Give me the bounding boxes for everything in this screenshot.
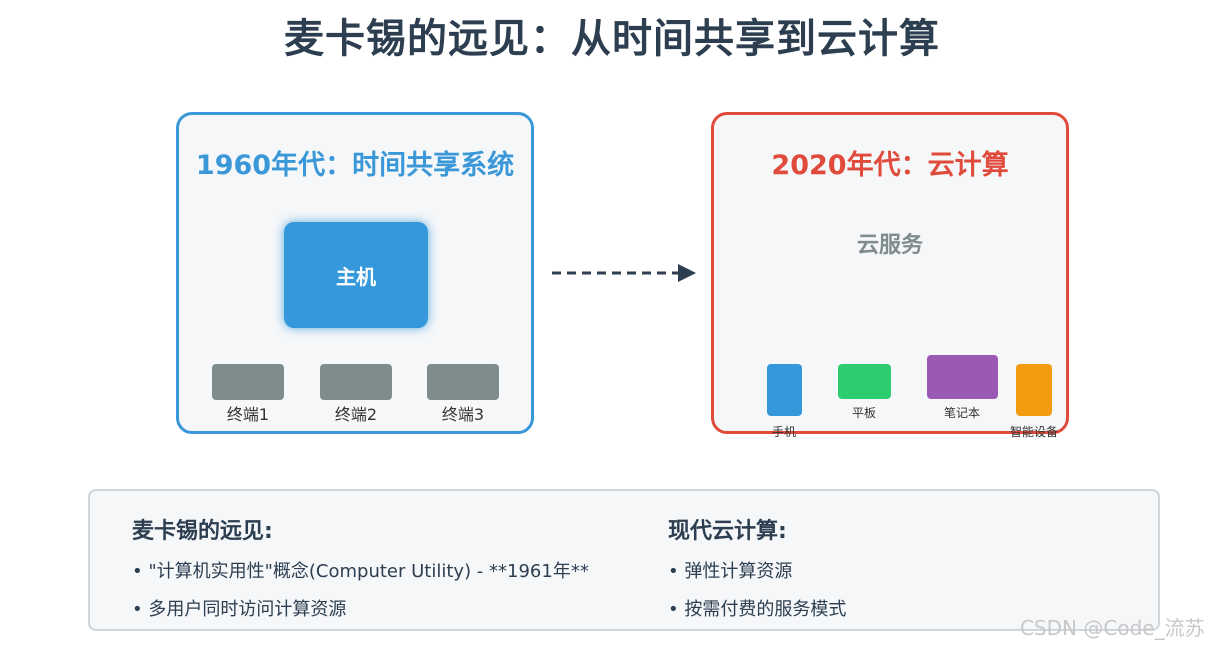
terminal-label-3: 终端3 [441,405,485,424]
mccarthy-vision-item-2: • 多用户同时访问计算资源 [132,599,347,620]
mccarthy-vision-item-1: • "计算机实用性"概念(Computer Utility) - **1961年… [132,561,589,582]
device-phone-label: 手机 [771,425,796,439]
transition-arrow-head [678,264,696,282]
mainframe-node: 主机 [284,222,428,328]
modern-cloud-heading: 现代云计算: [668,519,787,544]
device-smart-label: 智能设备 [1009,425,1058,439]
terminal-label-1: 终端1 [226,405,270,424]
timesharing-title: 1960年代：时间共享系统 [195,150,515,181]
modern-cloud-column: 现代云计算: • 弹性计算资源 • 按需付费的服务模式 [668,513,846,633]
device-phone [767,364,802,416]
watermark: CSDN @Code_流苏 [1020,616,1205,640]
diagram-title: 麦卡锡的远见：从时间共享到云计算 [284,16,940,62]
terminal-node-2 [320,364,392,400]
device-tablet-label: 平板 [851,406,876,420]
mccarthy-vision-heading: 麦卡锡的远见: [132,519,273,544]
device-laptop-label: 笔记本 [943,406,980,420]
mccarthy-vision-column: 麦卡锡的远见: • "计算机实用性"概念(Computer Utility) -… [132,513,589,633]
terminal-node-1 [212,364,284,400]
modern-cloud-item-2: • 按需付费的服务模式 [668,599,847,620]
terminal-label-2: 终端2 [334,405,378,424]
cloud-service-label: 云服务 [856,233,923,258]
terminal-node-3 [427,364,499,400]
device-laptop [927,355,998,399]
info-box: 麦卡锡的远见: • "计算机实用性"概念(Computer Utility) -… [88,489,1160,631]
device-smart [1016,364,1052,416]
modern-cloud-item-1: • 弹性计算资源 [668,561,793,582]
device-tablet [838,364,891,399]
cloud-panel-title: 2020年代：云计算 [771,150,1009,181]
